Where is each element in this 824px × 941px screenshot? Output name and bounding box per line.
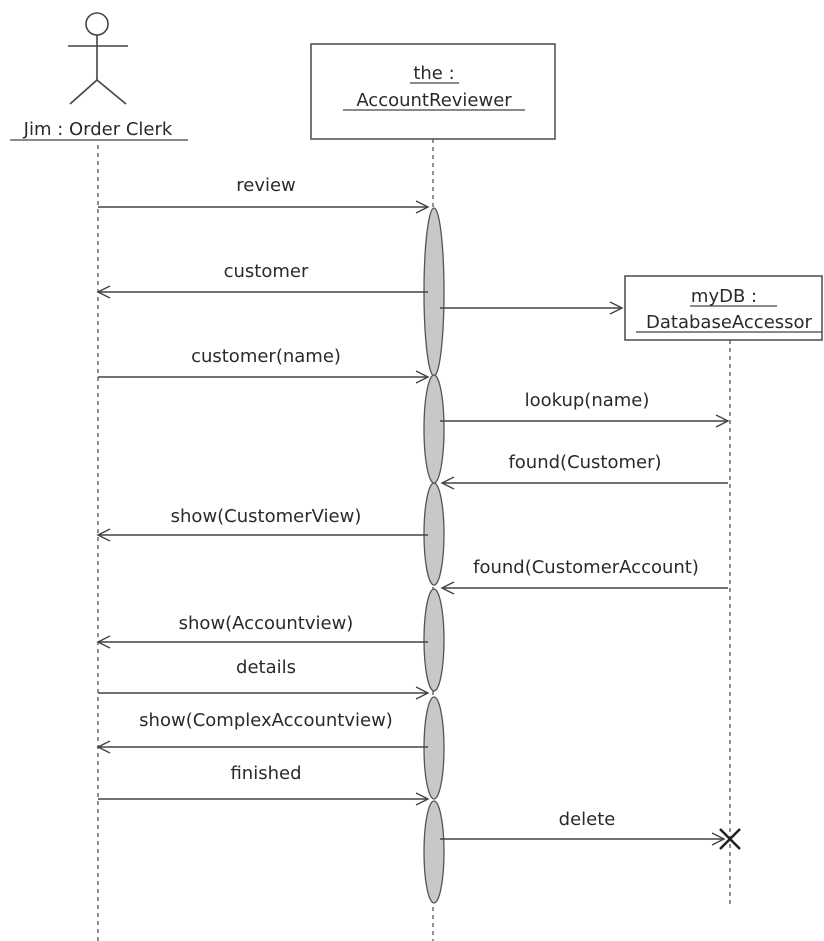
message-label-customer-name: customer(name): [191, 346, 341, 367]
destroy-x-icon: [719, 828, 741, 850]
message-label-lookup: lookup(name): [525, 390, 650, 411]
arrowhead-icon: [96, 740, 111, 754]
actor-name: Jim : Order Clerk: [23, 119, 173, 140]
messages: [96, 200, 730, 846]
message-label-show-complex-account-view: show(ComplexAccountview): [139, 710, 393, 731]
message-label-show-customer-view: show(CustomerView): [171, 506, 362, 527]
actor-stick-figure-icon: [68, 12, 128, 105]
arrowhead-icon: [440, 581, 455, 595]
arrowhead-icon: [415, 200, 430, 214]
reviewer-object-name-line1: the :: [413, 63, 454, 84]
activation-bar: [423, 374, 445, 484]
arrowhead-icon: [96, 528, 111, 542]
message-label-finished: finished: [230, 763, 301, 784]
message-label-customer: customer: [224, 261, 309, 282]
message-label-details: details: [236, 657, 296, 678]
reviewer-object-name-line2: AccountReviewer: [356, 90, 512, 111]
arrowhead-icon: [415, 370, 430, 384]
activation-bar: [423, 588, 445, 692]
arrowhead-icon: [415, 686, 430, 700]
message-label-show-account-view: show(Accountview): [179, 613, 354, 634]
activation-bar: [423, 696, 445, 800]
message-label-delete: delete: [559, 809, 616, 830]
arrowhead-icon: [415, 792, 430, 806]
db-object-box: [624, 275, 823, 341]
arrowhead-icon: [96, 285, 111, 299]
arrowhead-icon: [715, 414, 730, 428]
message-label-review: review: [236, 175, 296, 196]
message-label-found-customer-account: found(CustomerAccount): [473, 557, 699, 578]
activation-bar: [423, 800, 445, 904]
db-object-name-line1: myDB :: [691, 286, 757, 307]
arrowhead-icon: [440, 476, 455, 490]
arrowhead-icon: [711, 832, 726, 846]
arrowhead-icon: [609, 301, 624, 315]
arrowhead-icon: [96, 635, 111, 649]
reviewer-object-box: [310, 43, 556, 140]
message-label-found-customer: found(Customer): [508, 452, 661, 473]
db-object-name-line2: DatabaseAccessor: [646, 312, 813, 333]
activation-bar: [423, 482, 445, 586]
reviewer-activations: [423, 207, 445, 904]
